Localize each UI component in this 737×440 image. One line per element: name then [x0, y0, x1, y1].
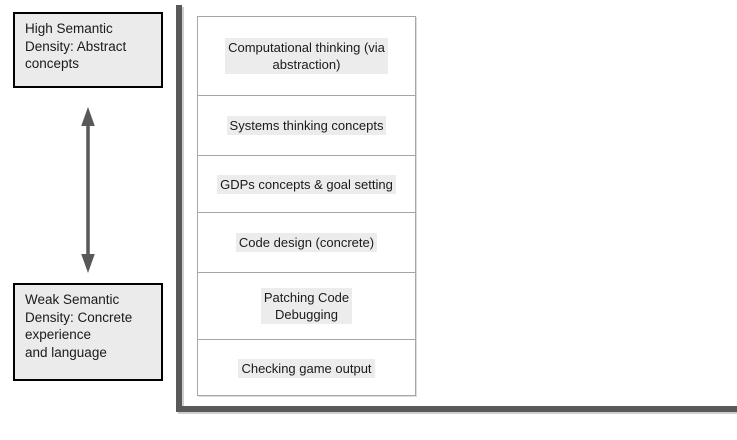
list-item-label: Patching Code Debugging	[260, 288, 353, 324]
list-item-label: Systems thinking concepts	[226, 116, 387, 135]
weak-semantic-density-box: Weak Semantic Density: Concrete experien…	[13, 283, 163, 381]
list-item: Patching Code Debugging	[198, 273, 415, 340]
list-item: Checking game output	[198, 340, 415, 396]
vertical-axis-line	[176, 5, 182, 412]
list-item-label: Code design (concrete)	[235, 233, 378, 252]
list-item: GDPs concepts & goal setting	[198, 156, 415, 213]
list-item: Systems thinking concepts	[198, 96, 415, 156]
list-item: Computational thinking (via abstraction)	[198, 17, 415, 96]
list-item-label: Checking game output	[238, 358, 375, 378]
horizontal-axis-line	[176, 406, 737, 412]
list-item-label: Computational thinking (via abstraction)	[225, 38, 388, 74]
list-item: Code design (concrete)	[198, 213, 415, 273]
vertical-double-arrow-icon	[81, 107, 95, 273]
list-item-label: GDPs concepts & goal setting	[217, 174, 396, 194]
high-semantic-density-box: High Semantic Density: Abstract concepts	[13, 12, 163, 88]
concept-stack: Computational thinking (via abstraction)…	[197, 16, 416, 396]
